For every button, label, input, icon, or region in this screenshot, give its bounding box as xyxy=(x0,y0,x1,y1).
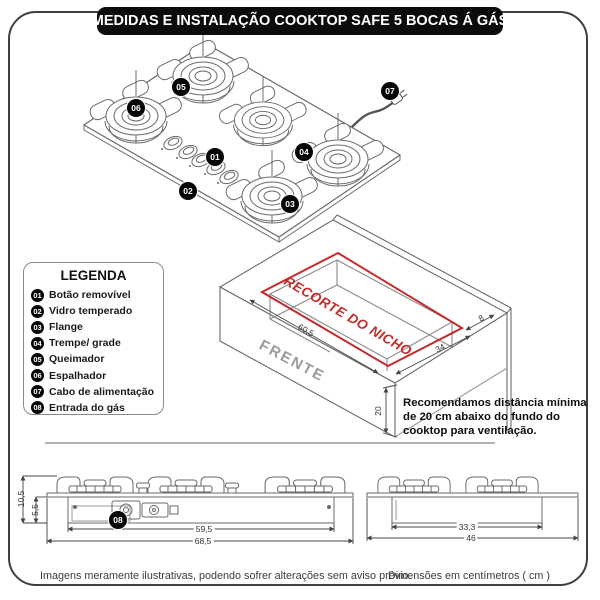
dim-total-width: 68,5 xyxy=(192,536,214,546)
legend-item: 03 Flange xyxy=(24,319,163,335)
legend-num-badge: 01 xyxy=(31,288,44,302)
legend-num-badge: 07 xyxy=(31,385,44,399)
callout-badge-06: 06 xyxy=(127,99,145,117)
legend-num-badge: 08 xyxy=(31,401,44,415)
legend-item-label: Cabo de alimentação xyxy=(49,385,155,398)
legend-item-label: Flange xyxy=(49,321,83,334)
side-view-drawing xyxy=(366,476,579,541)
dim-inner-width: 59,5 xyxy=(193,524,215,534)
footer-units: Dimensões em centímetros ( cm ) xyxy=(388,570,550,582)
legend-item-label: Queimador xyxy=(49,353,105,366)
dim-niche-clearance: 20 xyxy=(373,406,383,416)
legend-num-badge: 03 xyxy=(31,320,44,334)
legend-item: 02 Vidro temperado xyxy=(24,303,163,319)
legend-num-badge: 06 xyxy=(31,369,44,383)
callout-badge-03: 03 xyxy=(281,195,299,213)
gas-inlet-assembly xyxy=(111,500,179,520)
legend-item-label: Vidro temperado xyxy=(49,305,133,318)
dim-side-inner-width: 33,3 xyxy=(456,522,478,532)
dim-side-total-width: 46 xyxy=(464,533,478,543)
legend-item: 01 Botão removível xyxy=(24,287,163,303)
callout-badge-07: 07 xyxy=(381,82,399,100)
legend-item: 07 Cabo de alimentação xyxy=(24,384,163,400)
legend-num-badge: 04 xyxy=(31,336,44,350)
legend-item: 05 Queimador xyxy=(24,351,163,367)
footer-disclaimer: Imagens meramente ilustrativas, podendo … xyxy=(40,570,412,582)
callout-badge-04: 04 xyxy=(295,143,313,161)
legend-item-label: Espalhador xyxy=(49,369,107,382)
legend-item-label: Entrada do gás xyxy=(49,401,125,414)
dim-total-height: 10,5 xyxy=(16,490,26,508)
power-cable xyxy=(351,101,395,128)
callout-badge-02: 02 xyxy=(179,182,197,200)
legend-item: 04 Trempe/ grade xyxy=(24,335,163,351)
legend-num-badge: 02 xyxy=(31,304,44,318)
dim-body-height: 5,5 xyxy=(30,504,40,516)
legend-item: 06 Espalhador xyxy=(24,367,163,383)
legend-num-badge: 05 xyxy=(31,352,44,366)
niche-isometric-illustration xyxy=(218,214,512,438)
callout-badge-05: 05 xyxy=(172,78,190,96)
legend-title: LEGENDA xyxy=(60,268,127,283)
callout-badge-01: 01 xyxy=(206,148,224,166)
ventilation-note: Recomendamos distância mínima de 20 cm a… xyxy=(403,397,587,438)
front-view-drawing xyxy=(20,475,354,544)
cooktop-isometric-illustration xyxy=(82,29,408,243)
power-plug xyxy=(389,89,408,105)
legend-item-label: Botão removível xyxy=(49,289,131,302)
page-title: MEDIDAS E INSTALAÇÃO COOKTOP SAFE 5 BOCA… xyxy=(92,7,508,35)
legend-item: 08 Entrada do gás xyxy=(24,400,163,416)
legend-box: LEGENDA 01 Botão removível 02 Vidro temp… xyxy=(23,262,164,415)
legend-item-label: Trempe/ grade xyxy=(49,337,121,350)
callout-badge-08: 08 xyxy=(109,511,127,529)
